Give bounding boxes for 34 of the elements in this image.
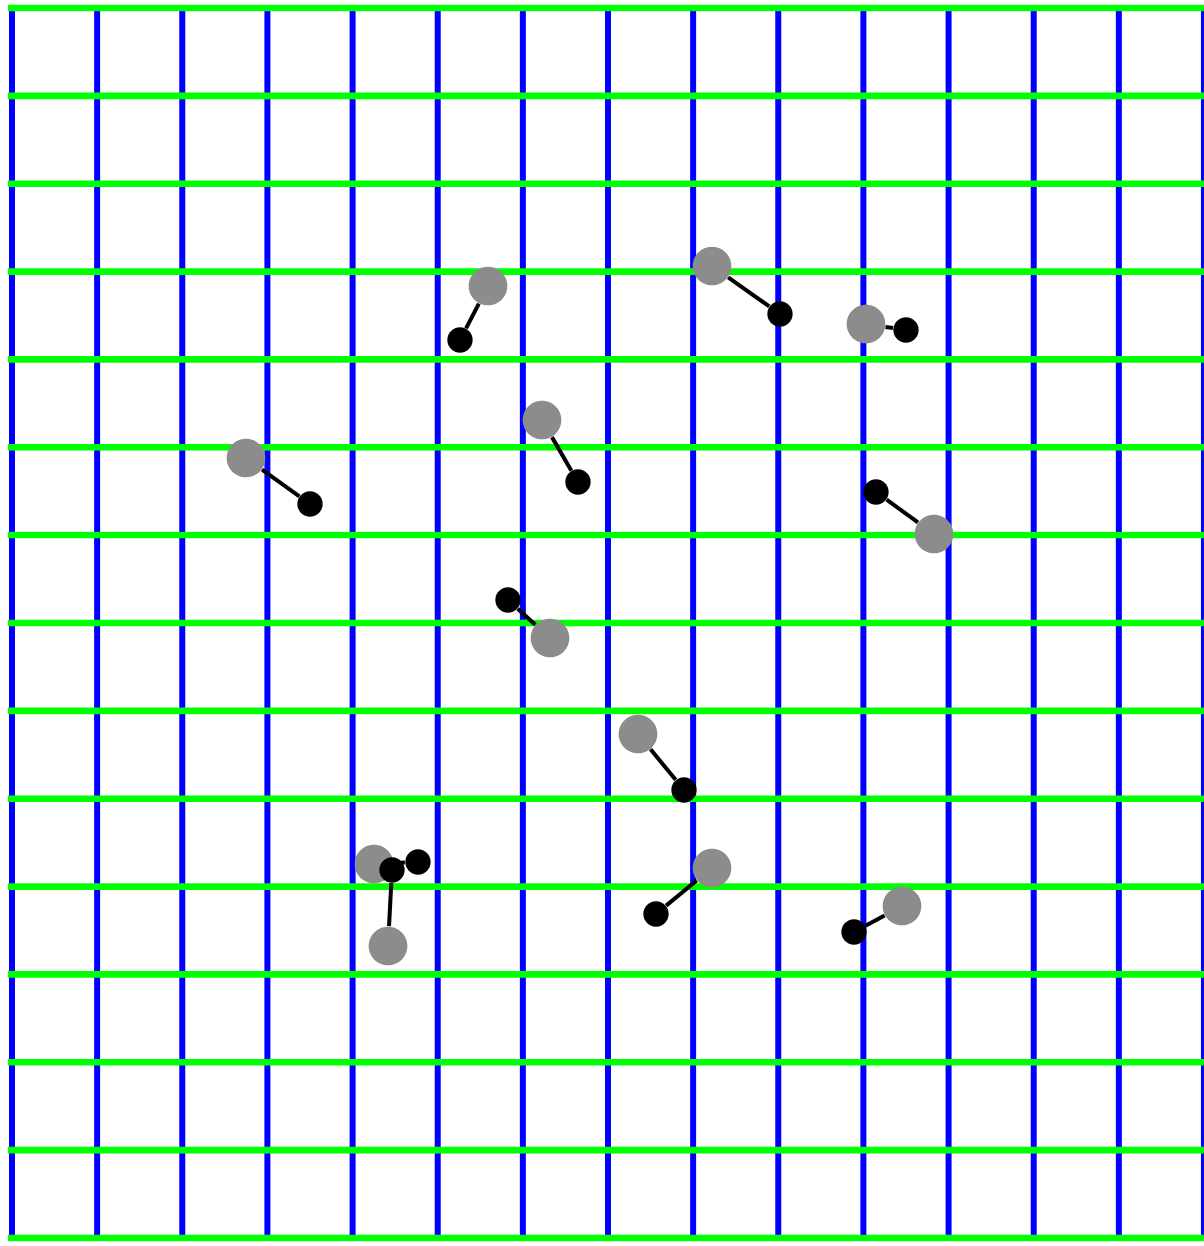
disc (368, 926, 408, 966)
connector-line (885, 324, 894, 331)
connector-line (885, 498, 920, 524)
dot (893, 317, 919, 343)
connector-line (387, 883, 394, 927)
disc (522, 400, 562, 440)
disc (468, 266, 508, 306)
disc (692, 246, 732, 286)
dot (841, 919, 867, 945)
connector-line (464, 302, 481, 330)
disc (226, 438, 266, 478)
dot (379, 857, 405, 883)
disc (618, 714, 658, 754)
connector-line (516, 607, 537, 627)
connector-line (550, 436, 574, 472)
dot (671, 777, 697, 803)
dot (447, 327, 473, 353)
dot (643, 901, 669, 927)
dot (565, 469, 591, 495)
connector-line (727, 275, 771, 309)
disc (530, 618, 570, 658)
disc (692, 848, 732, 888)
dot (297, 491, 323, 517)
disc (846, 304, 886, 344)
dot (863, 479, 889, 505)
disc (914, 514, 954, 554)
dot (405, 849, 431, 875)
connector-line (649, 748, 678, 782)
connector-line (260, 467, 301, 498)
dot (767, 301, 793, 327)
dot (495, 587, 521, 613)
connector-line (664, 879, 698, 908)
disc (882, 886, 922, 926)
connector-line (864, 913, 886, 928)
